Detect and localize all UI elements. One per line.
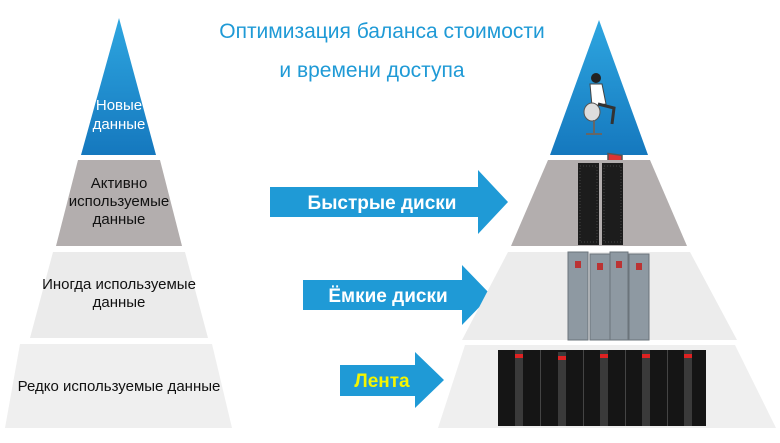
tier1-label-line1: Новые — [96, 97, 142, 114]
title-line1: Оптимизация баланса стоимости — [219, 20, 545, 43]
arrow-fast-disks-label: Быстрые диски — [308, 193, 457, 214]
tier-rarely-data — [5, 344, 232, 428]
tier2-label-line3: данные — [93, 211, 146, 228]
arrow-fast-disks: Быстрые диски — [270, 170, 508, 234]
tier-sometimes-data — [30, 252, 208, 338]
tape-library-icon — [498, 350, 706, 426]
fast-disk-rack-icon — [578, 163, 623, 245]
tier-new-data — [81, 18, 156, 155]
tier2-label-line1: Активно — [91, 175, 148, 192]
capacity-disk-array-icon — [567, 251, 650, 341]
tier-active-data — [56, 160, 182, 246]
arrow-tape-label: Лента — [354, 371, 410, 392]
right-pyramid — [438, 20, 776, 428]
arrow-tape: Лента — [340, 352, 444, 408]
tier3-label-line1: Иногда используемые — [42, 276, 196, 293]
tier3-label-line2: данные — [93, 294, 146, 311]
tier2-label-line2: используемые — [69, 193, 169, 210]
arrow-capacity-disks: Ёмкие диски — [303, 265, 491, 325]
left-pyramid: Новые данные Активно используемые данные… — [5, 18, 232, 428]
title-line2: и времени доступа — [279, 59, 465, 82]
arrow-capacity-disks-label: Ёмкие диски — [328, 286, 447, 307]
tier4-label: Редко используемые данные — [18, 378, 221, 395]
tier1-label-line2: данные — [93, 116, 146, 133]
